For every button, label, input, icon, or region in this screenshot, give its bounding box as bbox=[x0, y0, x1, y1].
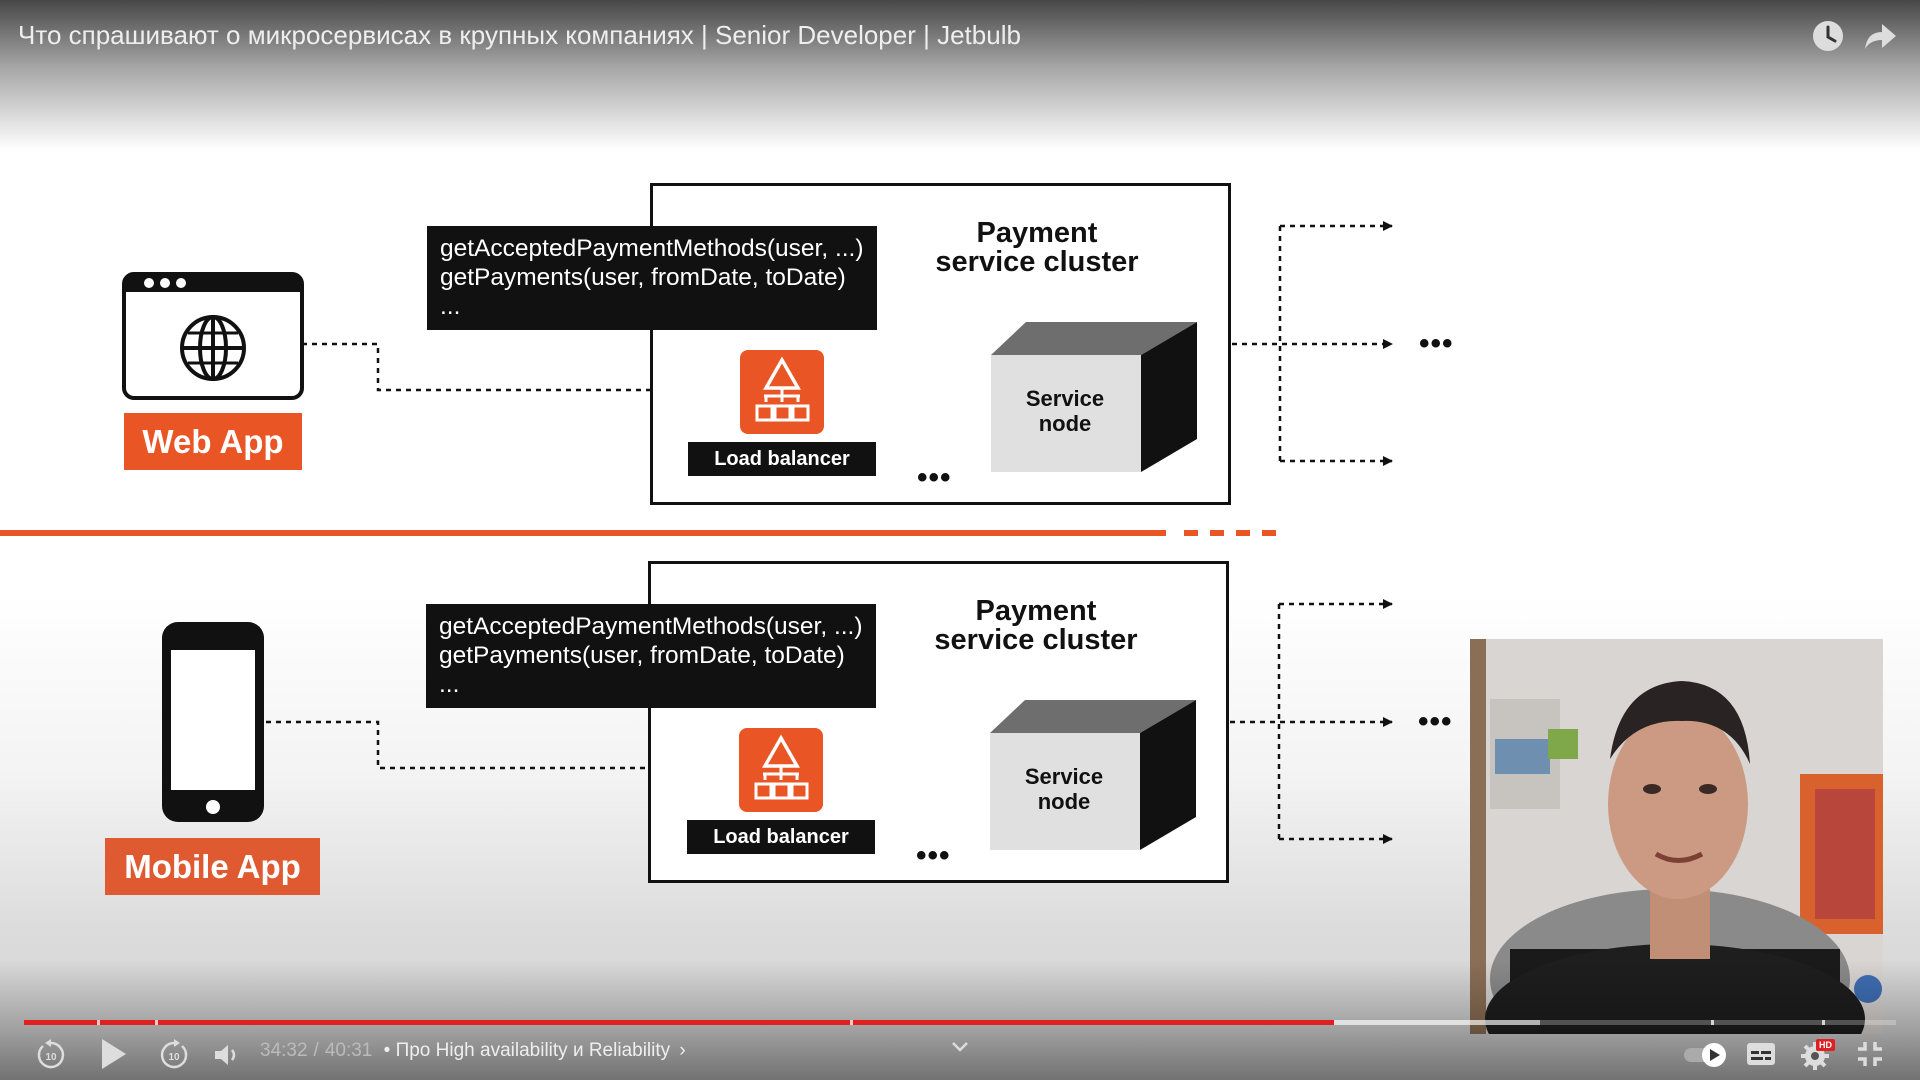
volume-icon[interactable] bbox=[212, 1040, 242, 1070]
settings-gear-icon[interactable]: HD bbox=[1800, 1038, 1836, 1070]
fanout-ellipsis: ••• bbox=[1419, 327, 1454, 360]
hd-badge: HD bbox=[1816, 1039, 1835, 1051]
chapter-chevron-icon[interactable]: › bbox=[679, 1040, 686, 1061]
chapter-marker bbox=[1711, 1020, 1714, 1025]
share-icon[interactable] bbox=[1862, 18, 1898, 54]
play-button[interactable] bbox=[98, 1036, 130, 1072]
autoplay-toggle[interactable] bbox=[1684, 1042, 1728, 1068]
service-node-cube bbox=[990, 700, 1196, 850]
svg-text:10: 10 bbox=[168, 1052, 180, 1063]
chapter-marker bbox=[155, 1020, 158, 1025]
video-title[interactable]: Что спрашивают о микросервисах в крупных… bbox=[18, 20, 1021, 50]
progress-bar[interactable] bbox=[24, 1020, 1896, 1025]
web-app-icon bbox=[122, 272, 304, 400]
more-nodes-ellipsis: ••• bbox=[916, 839, 951, 872]
mobile-phone-icon bbox=[160, 620, 266, 824]
title-gradient bbox=[0, 0, 1920, 150]
clock-icon[interactable] bbox=[1810, 18, 1846, 54]
load-balancer-icon bbox=[739, 728, 823, 812]
more-nodes-ellipsis: ••• bbox=[917, 461, 952, 494]
service-node-cube bbox=[991, 322, 1197, 472]
service-node-label: Service node bbox=[1025, 386, 1105, 436]
progress-played bbox=[24, 1020, 1334, 1025]
rewind-10-button[interactable]: 10 bbox=[34, 1038, 68, 1072]
fanout-ellipsis: ••• bbox=[1418, 705, 1453, 738]
subtitles-icon[interactable] bbox=[1746, 1042, 1776, 1066]
api-methods-box-bottom: getAcceptedPaymentMethods(user, ...) get… bbox=[426, 604, 876, 708]
exit-fullscreen-icon[interactable] bbox=[1856, 1040, 1884, 1068]
mobile-app-label: Mobile App bbox=[105, 838, 320, 895]
presenter-video-overlay bbox=[1470, 639, 1883, 1034]
current-time: 34:32 bbox=[260, 1040, 308, 1061]
svg-text:10: 10 bbox=[45, 1052, 57, 1063]
cluster-title-bottom: Payment service cluster bbox=[934, 595, 1138, 656]
cluster-title-top: Payment service cluster bbox=[935, 217, 1139, 278]
forward-10-button[interactable]: 10 bbox=[157, 1038, 191, 1072]
load-balancer-label: Load balancer bbox=[688, 442, 876, 476]
chapter-title[interactable]: • Про High availability и Reliability bbox=[383, 1040, 671, 1061]
load-balancer-label: Load balancer bbox=[687, 820, 875, 854]
service-node-label: Service node bbox=[1024, 764, 1104, 814]
load-balancer-icon bbox=[740, 350, 824, 434]
api-methods-box-top: getAcceptedPaymentMethods(user, ...) get… bbox=[427, 226, 877, 330]
web-app-label: Web App bbox=[124, 413, 302, 470]
chapter-marker bbox=[850, 1020, 853, 1025]
chapter-marker bbox=[97, 1020, 100, 1025]
time-display: 34:32/40:31 • Про High availability и Re… bbox=[260, 1040, 686, 1061]
chevron-down-icon[interactable] bbox=[950, 1040, 970, 1054]
chapter-marker bbox=[1822, 1020, 1825, 1025]
duration: 40:31 bbox=[324, 1040, 373, 1061]
